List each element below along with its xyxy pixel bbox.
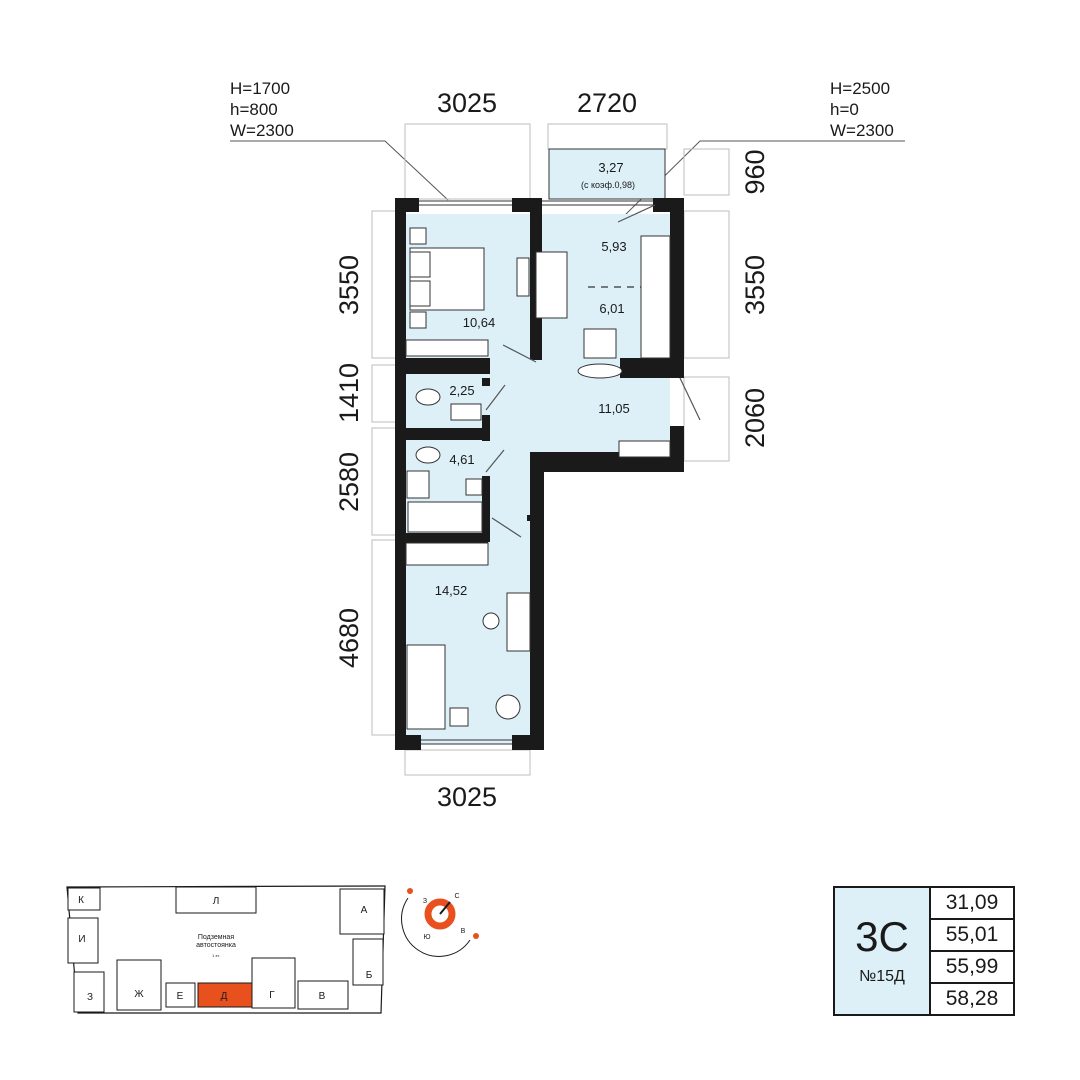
site-section-d: Д	[221, 991, 228, 1002]
apartment-type: 3С	[855, 913, 909, 960]
dim-right-2: 3550	[740, 255, 770, 315]
room-hall: 11,05	[598, 401, 630, 416]
window-note-left-leader	[230, 140, 449, 201]
site-section-a: А	[361, 905, 368, 916]
apartment-area-3: 55,99	[931, 952, 1013, 984]
parking-label-line2: автостоянка	[196, 942, 236, 949]
window-note-left-line3: W=2300	[230, 121, 294, 140]
parking-label-line1: Подземная	[198, 934, 234, 941]
compass-arc	[401, 897, 471, 957]
apartment-area-2: 55,01	[931, 920, 1013, 952]
room-kitchen-a: 5,93	[601, 239, 626, 254]
dim-left-1: 3550	[334, 255, 364, 315]
compass-west: З	[423, 898, 427, 905]
dim-left-2: 1410	[334, 363, 364, 423]
dim-left-4: 4680	[334, 608, 364, 668]
room-balcony-coef: (с коэф.0,98)	[581, 180, 635, 190]
window-note-left: H=1700 h=800 W=2300	[230, 79, 449, 201]
room-bedroom: 10,64	[463, 315, 496, 330]
balcony-outline	[548, 148, 666, 200]
dim-right-3: 2060	[740, 388, 770, 448]
windows	[419, 200, 653, 745]
site-section-highlight	[197, 982, 253, 1008]
parking-label-line3: 1 эт.	[212, 953, 220, 958]
site-section-zh: Ж	[134, 989, 144, 1000]
site-section-e: Е	[177, 991, 184, 1002]
site-plan: К Л И А З Ж Е Д Г В Б Подземная автостоя…	[66, 885, 386, 1014]
window-note-left-line1: H=1700	[230, 79, 290, 98]
room-room2: 14,52	[435, 583, 468, 598]
apartment-number: №15Д	[859, 968, 905, 985]
dim-right-1: 960	[740, 149, 770, 194]
apartment-area-1: 31,09	[931, 888, 1013, 920]
site-section-b: Б	[366, 970, 373, 981]
window-note-right-line3: W=2300	[830, 121, 894, 140]
dim-top-left: 3025	[437, 88, 497, 118]
apartment-type-cell: 3С №15Д	[835, 888, 931, 1014]
sun-icon	[407, 888, 479, 939]
furniture	[405, 227, 671, 730]
dim-top-right: 2720	[577, 88, 637, 118]
room-bathroom: 4,61	[449, 452, 474, 467]
site-section-i: И	[78, 934, 85, 945]
dim-left-3: 2580	[334, 452, 364, 512]
apartment-area-4: 58,28	[945, 987, 999, 1010]
site-section-g: Г	[269, 990, 275, 1001]
window-note-right-line2: h=0	[830, 100, 859, 119]
window-note-right-line1: H=2500	[830, 79, 890, 98]
compass-south: Ю	[423, 934, 430, 941]
apartment-area-list: 31,09 55,01 55,99 58,28	[931, 888, 1013, 1014]
site-section-z: З	[87, 992, 93, 1003]
room-wc: 2,25	[449, 383, 474, 398]
room-balcony-area: 3,27	[598, 160, 623, 175]
compass-north: С	[454, 893, 459, 900]
room-kitchen-b: 6,01	[599, 301, 624, 316]
site-section-k: К	[78, 895, 84, 906]
compass-needle	[439, 901, 451, 915]
dim-bottom: 3025	[437, 782, 497, 812]
window-note-left-line2: h=800	[230, 100, 278, 119]
doors	[485, 204, 701, 538]
compass: С З Ю В	[401, 888, 479, 957]
walls	[395, 198, 684, 750]
compass-ring	[424, 898, 456, 930]
apartment-info-box: 3С №15Д 31,09 55,01 55,99 58,28	[833, 886, 1015, 1016]
site-section-l: Л	[213, 896, 220, 907]
compass-east: В	[461, 928, 466, 935]
site-section-v: В	[319, 991, 326, 1002]
